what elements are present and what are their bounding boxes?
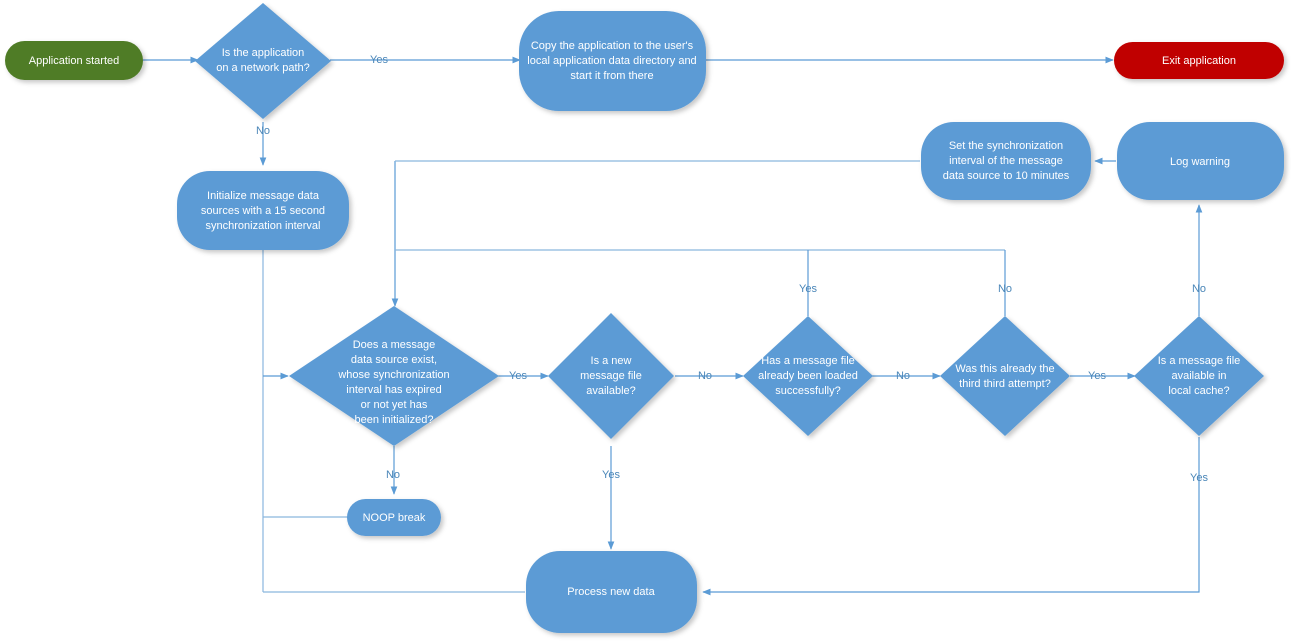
edge-label-new-file-yes: Yes: [602, 469, 620, 481]
node-data-source-exists-label-3: whose synchronization: [337, 369, 449, 381]
node-application-started[interactable]: Application started: [5, 41, 143, 80]
edge-label-network-yes: Yes: [370, 54, 388, 66]
node-initialize-sources-label-3: synchronization interval: [206, 220, 321, 232]
node-exit-application[interactable]: Exit application: [1114, 42, 1284, 79]
node-data-source-exists-label-6: been initialized?: [355, 414, 434, 426]
node-new-message-file-label-1: Is a new: [591, 355, 632, 367]
node-local-cache-label-3: local cache?: [1168, 385, 1229, 397]
edge-label-already-loaded-yes: Yes: [799, 283, 817, 295]
node-noop-break-label: NOOP break: [363, 512, 426, 524]
node-third-attempt-label-1: Was this already the: [955, 363, 1054, 375]
node-is-network-path-label-2: on a network path?: [216, 62, 310, 74]
node-process-new-data-label: Process new data: [567, 586, 655, 598]
connector-layer: Copy application --> Initialize --> up t…: [143, 56, 1203, 596]
edge-label-local-cache-yes: Yes: [1190, 472, 1208, 484]
node-local-cache-label-1: Is a message file: [1158, 355, 1241, 367]
edge-label-network-no: No: [256, 125, 270, 137]
node-set-sync-interval-label-2: interval of the message: [949, 155, 1063, 167]
node-new-message-file-label-2: message file: [580, 370, 642, 382]
node-noop-break[interactable]: NOOP break: [347, 499, 441, 536]
edge-label-source-exists-no: No: [386, 469, 400, 481]
node-new-message-file-label-3: available?: [586, 385, 636, 397]
node-new-message-file[interactable]: Is a new message file available?: [548, 313, 674, 439]
node-log-warning[interactable]: Log warning: [1117, 122, 1284, 200]
node-initialize-sources-label-1: Initialize message data: [207, 190, 320, 202]
node-copy-application[interactable]: Copy the application to the user's local…: [519, 11, 706, 111]
node-copy-application-label-1: Copy the application to the user's: [531, 40, 694, 52]
node-already-loaded-label-3: successfully?: [775, 385, 840, 397]
node-already-loaded[interactable]: Has a message file already been loaded s…: [743, 316, 873, 436]
node-local-cache-label-2: available in: [1171, 370, 1226, 382]
node-set-sync-interval-label-3: data source to 10 minutes: [943, 170, 1070, 182]
edge-local-cache-yes: [702, 437, 1200, 596]
node-data-source-exists-label-5: or not yet has: [361, 399, 428, 411]
node-third-attempt-label-2: third third attempt?: [959, 378, 1051, 390]
node-already-loaded-label-2: already been loaded: [758, 370, 858, 382]
edge-label-local-cache-no: No: [1192, 283, 1206, 295]
edge-label-source-exists-yes: Yes: [509, 370, 527, 382]
edge-label-already-loaded-no: No: [896, 370, 910, 382]
edge-label-third-attempt-no: No: [998, 283, 1012, 295]
node-initialize-sources[interactable]: Initialize message data sources with a 1…: [177, 171, 349, 250]
node-application-started-label: Application started: [29, 55, 120, 67]
node-data-source-exists-label-4: interval has expired: [346, 384, 441, 396]
node-data-source-exists-label-1: Does a message: [353, 339, 436, 351]
node-local-cache[interactable]: Is a message file available in local cac…: [1134, 316, 1264, 436]
node-copy-application-label-3: start it from there: [570, 70, 653, 82]
node-is-network-path[interactable]: Is the application on a network path?: [195, 3, 331, 119]
node-set-sync-interval-label-1: Set the synchronization: [949, 140, 1063, 152]
node-third-attempt[interactable]: Was this already the third third attempt…: [940, 316, 1070, 436]
node-already-loaded-label-1: Has a message file: [761, 355, 855, 367]
node-log-warning-label: Log warning: [1170, 156, 1230, 168]
node-data-source-exists[interactable]: Does a message data source exist, whose …: [289, 306, 499, 446]
node-set-sync-interval[interactable]: Set the synchronization interval of the …: [921, 122, 1091, 200]
edge-label-new-file-no: No: [698, 370, 712, 382]
node-is-network-path-label-1: Is the application: [222, 47, 305, 59]
node-copy-application-label-2: local application data directory and: [527, 55, 696, 67]
node-initialize-sources-label-2: sources with a 15 second: [201, 205, 325, 217]
node-data-source-exists-label-2: data source exist,: [351, 354, 437, 366]
node-process-new-data[interactable]: Process new data: [526, 551, 697, 633]
edge-label-layer: Yes No Yes No No Yes No Yes Yes No No Ye…: [256, 54, 1208, 484]
edge-label-third-attempt-yes: Yes: [1088, 370, 1106, 382]
node-exit-application-label: Exit application: [1162, 55, 1236, 67]
